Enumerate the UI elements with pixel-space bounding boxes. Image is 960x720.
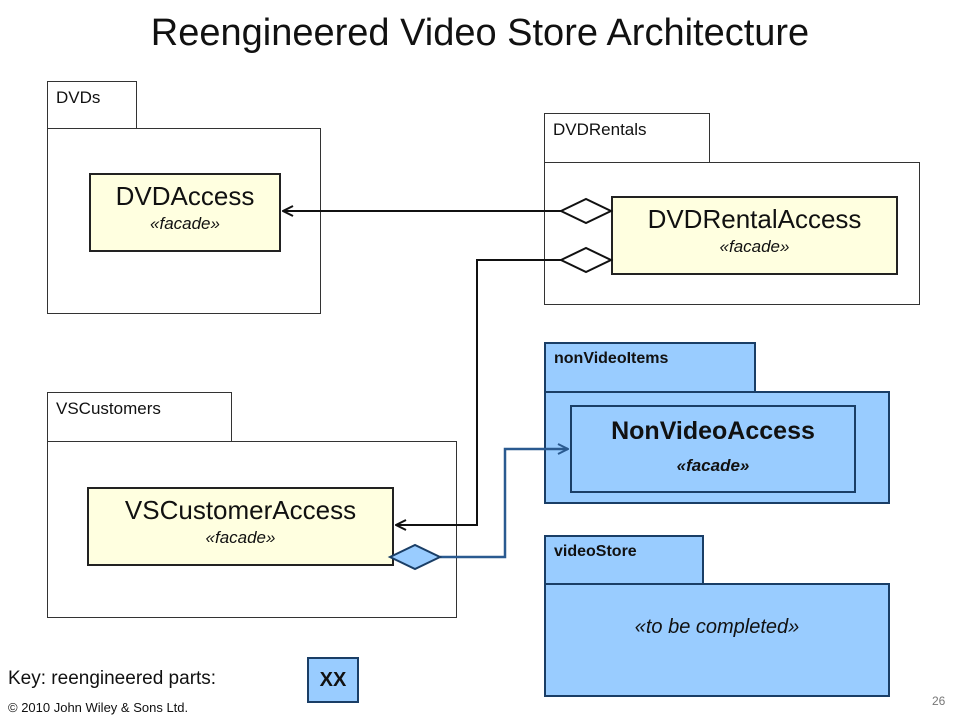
slide-title: Reengineered Video Store Architecture <box>150 12 810 54</box>
key-label: Key: reengineered parts: <box>8 668 217 689</box>
package-tab-vscustomers: VSCustomers <box>47 392 232 442</box>
class-vscustomeraccess: VSCustomerAccess «facade» <box>87 487 394 566</box>
class-name-dvdrentalaccess: DVDRentalAccess <box>647 204 862 234</box>
class-dvdrentalaccess: DVDRentalAccess «facade» <box>611 196 898 275</box>
aggregation-diamond-vscustomer <box>387 543 443 571</box>
stereotype-dvdrentalaccess: «facade» <box>719 237 790 256</box>
class-name-vscustomeraccess: VSCustomerAccess <box>124 495 357 525</box>
videostore-note: «to be completed» <box>634 616 800 638</box>
connector-vscustomer-to-nonvideoaccess <box>440 449 568 559</box>
class-name-nonvideoaccess: NonVideoAccess <box>611 417 815 445</box>
stereotype-nonvideoaccess: «facade» <box>676 456 750 475</box>
aggregation-diamond-dvdrental-1 <box>558 197 614 225</box>
page-number: 26 <box>932 694 946 708</box>
package-tab-videostore: videoStore <box>544 535 704 585</box>
package-name-dvdrentals: DVDRentals <box>553 120 647 139</box>
package-tab-dvds: DVDs <box>47 81 137 129</box>
connector-dvdrental-to-vscustomeraccess <box>396 259 561 525</box>
package-name-vscustomers: VSCustomers <box>56 399 161 418</box>
class-name-dvdaccess: DVDAccess <box>115 181 255 211</box>
package-name-videostore: videoStore <box>554 543 637 560</box>
copyright: © 2010 John Wiley & Sons Ltd. <box>8 700 189 715</box>
aggregation-diamond-dvdrental-2 <box>558 246 614 274</box>
class-dvdaccess: DVDAccess «facade» <box>89 173 281 252</box>
package-name-dvds: DVDs <box>56 88 101 107</box>
package-videostore <box>544 583 890 697</box>
class-nonvideoaccess: NonVideoAccess «facade» <box>570 405 856 493</box>
package-name-nonvideoitems: nonVideoItems <box>554 350 669 367</box>
stereotype-vscustomeraccess: «facade» <box>205 528 276 547</box>
stereotype-dvdaccess: «facade» <box>150 214 220 233</box>
package-tab-dvdrentals: DVDRentals <box>544 113 710 163</box>
key-swatch: XX <box>307 657 359 703</box>
